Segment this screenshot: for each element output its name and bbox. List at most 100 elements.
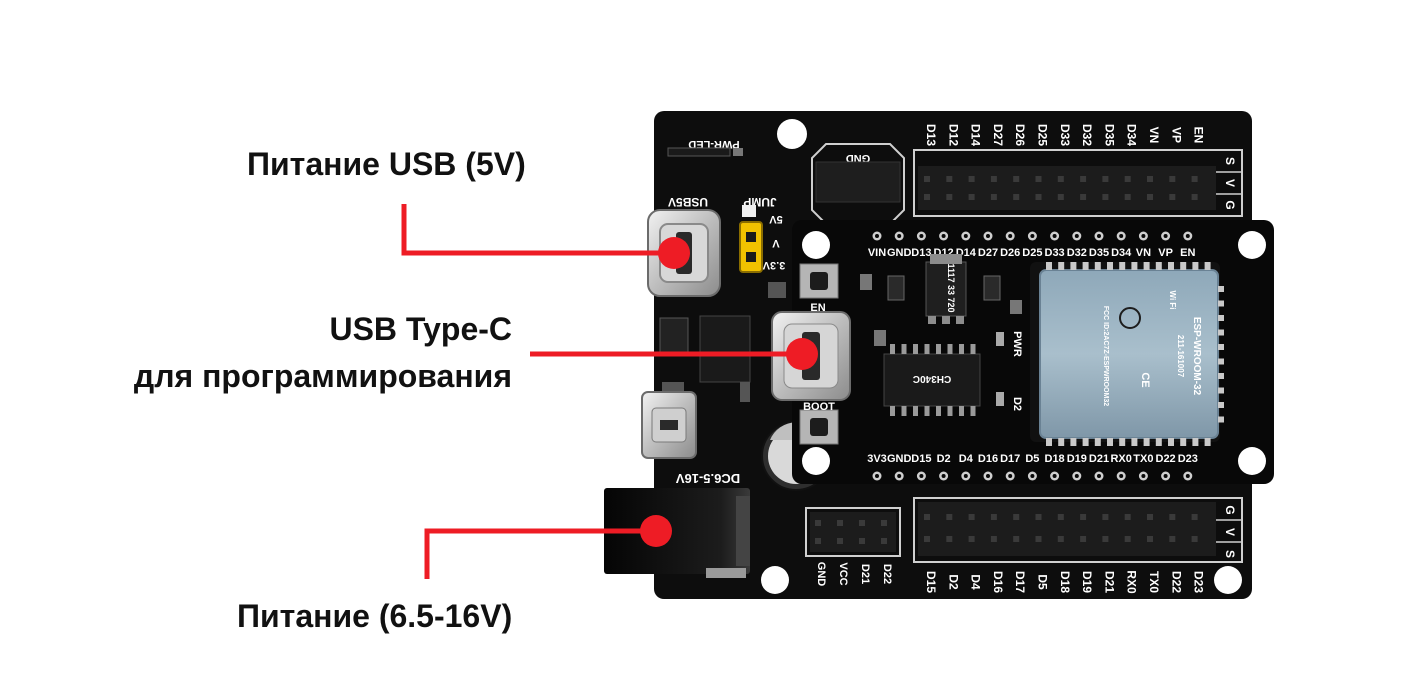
module-top-pin-d34: D34 <box>1111 247 1132 259</box>
module-pin-holes-top <box>872 231 1193 241</box>
board-bottom-pin-d16: D16 <box>991 571 1005 593</box>
module-top-pin-d13: D13 <box>911 247 931 259</box>
board-top-pin-d34: D34 <box>1125 124 1139 146</box>
ch340c-chip: CH340C <box>883 344 981 416</box>
small-header-d21: D21 <box>859 564 871 584</box>
svg-text:USB5V: USB5V <box>668 195 708 209</box>
callout-dot-usb-power <box>658 237 690 269</box>
boot-button[interactable] <box>799 409 839 445</box>
module-top-pin-d25: D25 <box>1022 247 1042 259</box>
module-top-pin-gnd: GND <box>887 247 912 259</box>
module-bottom-pin-rx0: RX0 <box>1110 453 1131 465</box>
small-header-vcc: VCC <box>837 562 849 585</box>
board-bottom-pin-d21: D21 <box>1102 571 1116 593</box>
callout-usb-c-line2: для программирования <box>133 358 512 394</box>
top-svg-letters: SVG <box>1216 157 1242 217</box>
board-top-pin-d35: D35 <box>1102 124 1116 146</box>
dc-label: DC6.5-16V <box>676 471 741 486</box>
module-bottom-pin-d16: D16 <box>978 453 998 465</box>
callout-lines <box>401 204 818 579</box>
callout-usb-c-line1: USB Type-C <box>329 311 512 347</box>
pwr-led-text: PWR <box>1011 331 1023 357</box>
wroom-title: ESP-WROOM-32 <box>1191 317 1202 396</box>
board-bottom-pin-tx0: TX0 <box>1147 571 1161 593</box>
module-top-pin-d26: D26 <box>1000 247 1020 259</box>
board-top-pin-vn: VN <box>1147 127 1161 144</box>
module-bottom-pin-d21: D21 <box>1089 453 1109 465</box>
small-header-labels: GND VCC D21 D22 <box>815 520 893 586</box>
module-bottom-pin-d5: D5 <box>1025 453 1039 465</box>
board-bottom-pin-rx0: RX0 <box>1125 570 1139 594</box>
pwr-led-label: PWR-LED <box>688 138 739 150</box>
bottom-header-outline <box>913 497 1243 563</box>
svg-text:1117 33 720: 1117 33 720 <box>946 263 956 312</box>
svg-text:ESP-WROOM-32: ESP-WROOM-32 <box>1191 317 1202 396</box>
module-top-pin-en: EN <box>1180 247 1195 259</box>
board-bottom-pin-d19: D19 <box>1080 571 1094 593</box>
board-bottom-pin-d17: D17 <box>1013 571 1027 593</box>
ce-mark: CE <box>1139 372 1151 387</box>
board-bottom-pin-d18: D18 <box>1058 571 1072 593</box>
svg-text:CE: CE <box>1139 372 1151 387</box>
board-top-pin-en: EN <box>1192 127 1206 144</box>
module-top-pin-vn: VN <box>1136 247 1151 259</box>
esp-wroom-32-module: ESP-WROOM-32 FCC ID:2AC7Z-ESPWROOM32 211… <box>1030 262 1224 446</box>
small-header-gnd: GND <box>815 562 827 587</box>
board-top-pin-d25: D25 <box>1036 124 1050 146</box>
gnd-header-pins <box>815 161 901 203</box>
module-bottom-pin-d4: D4 <box>959 453 974 465</box>
svg-text:5V: 5V <box>769 213 783 225</box>
svg-text:GND: GND <box>846 152 871 164</box>
wroom-id: 211-161007 <box>1176 335 1185 378</box>
micro-usb-port <box>641 391 697 459</box>
boot-button-label: BOOT <box>803 401 835 413</box>
module-bottom-pin-3v3: 3V3 <box>867 453 887 465</box>
top-header-outline <box>913 149 1243 217</box>
svg-text:CH340C: CH340C <box>913 373 951 384</box>
small-header-d22: D22 <box>881 564 893 584</box>
callout-dot-dc-power <box>640 515 672 547</box>
board-top-pin-d27: D27 <box>991 124 1005 146</box>
module-top-pin-d27: D27 <box>978 247 998 259</box>
board-top-pin-vp: VP <box>1169 127 1183 143</box>
board-bottom-pin-d22: D22 <box>1169 571 1183 593</box>
module-bottom-pin-d19: D19 <box>1067 453 1087 465</box>
wroom-fcc: FCC ID:2AC7Z-ESPWROOM32 <box>1102 306 1109 406</box>
svg-text:3.3V: 3.3V <box>762 259 785 271</box>
board-bottom-pin-d5: D5 <box>1036 574 1050 590</box>
module-top-pin-vp: VP <box>1158 247 1173 259</box>
svg-text:Wi Fi: Wi Fi <box>1168 290 1177 309</box>
module-bottom-pin-d18: D18 <box>1045 453 1065 465</box>
module-bottom-pin-d17: D17 <box>1000 453 1020 465</box>
regulator-chip: 1117 33 720 <box>925 254 967 324</box>
svg-text:211-161007: 211-161007 <box>1176 335 1185 378</box>
module-top-pin-d33: D33 <box>1045 247 1065 259</box>
module-holes <box>802 231 1266 475</box>
callout-dc-power: Питание (6.5-16V) <box>237 598 513 634</box>
en-button[interactable] <box>799 263 839 299</box>
svg-text:FCC ID:2AC7Z-ESPWROOM32: FCC ID:2AC7Z-ESPWROOM32 <box>1102 306 1109 406</box>
module-top-pin-d35: D35 <box>1089 247 1109 259</box>
small-header-outline <box>805 507 901 557</box>
board-bottom-pin-d15: D15 <box>924 571 938 593</box>
svg-text:PWR-LED: PWR-LED <box>688 138 739 150</box>
module-bottom-pin-d15: D15 <box>911 453 931 465</box>
mounting-holes <box>761 119 1242 594</box>
module-bottom-pin-gnd: GND <box>887 453 912 465</box>
callout-usb-c: USB Type-C для программирования <box>134 306 512 400</box>
jumper-cap[interactable] <box>739 221 763 273</box>
callout-line-dc-power <box>424 528 656 579</box>
svg-text:V: V <box>772 237 780 249</box>
callout-usb-power: Питание USB (5V) <box>247 146 526 182</box>
board-bottom-pin-d4: D4 <box>969 574 983 590</box>
bottom-svg-letters: GVS <box>1216 505 1242 558</box>
callout-line-usb-power <box>401 204 672 256</box>
board-top-pin-d12: D12 <box>946 124 960 146</box>
recycle-icon <box>1119 307 1141 329</box>
d2-led-text: D2 <box>1011 397 1023 411</box>
